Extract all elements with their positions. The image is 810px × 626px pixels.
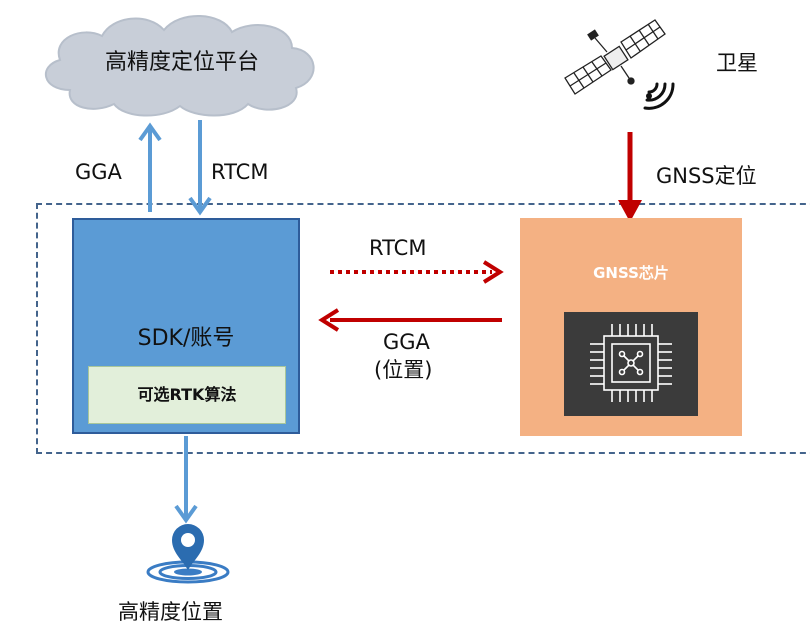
optional-rtk-label: 可选RTK算法 — [137, 385, 237, 404]
rtcm-down-label: RTCM — [211, 160, 269, 184]
high-precision-position-label: 高精度位置 — [118, 600, 223, 624]
location-pin-icon — [146, 524, 230, 584]
rtcm-right-arrow — [330, 260, 504, 284]
device-boundary — [36, 203, 810, 454]
gga-left-label: GGA — [383, 330, 430, 354]
satellite-label: 卫星 — [716, 51, 758, 75]
sdk-account-box: SDK/账号 可选RTK算法 — [72, 218, 300, 434]
gnss-position-arrow — [618, 132, 642, 222]
rtcm-right-label: RTCM — [369, 236, 427, 260]
sdk-account-label: SDK/账号 — [137, 326, 235, 351]
satellite-icon — [564, 19, 675, 110]
gga-up-arrow — [138, 122, 162, 212]
cloud-label: 高精度定位平台 — [104, 50, 259, 75]
gga-up-label: GGA — [75, 160, 122, 184]
gga-left-position-label: (位置) — [374, 358, 433, 382]
gnss-chip-label: GNSS芯片 — [593, 264, 669, 282]
gga-left-arrow — [318, 308, 502, 332]
optional-rtk-box: 可选RTK算法 — [88, 366, 286, 424]
gnss-position-label: GNSS定位 — [656, 164, 757, 188]
chip-icon — [564, 312, 698, 416]
rtcm-down-arrow — [188, 120, 212, 216]
gnss-chip-box: GNSS芯片 — [520, 218, 742, 436]
output-down-arrow — [174, 436, 198, 524]
cloud-shape — [44, 15, 315, 117]
